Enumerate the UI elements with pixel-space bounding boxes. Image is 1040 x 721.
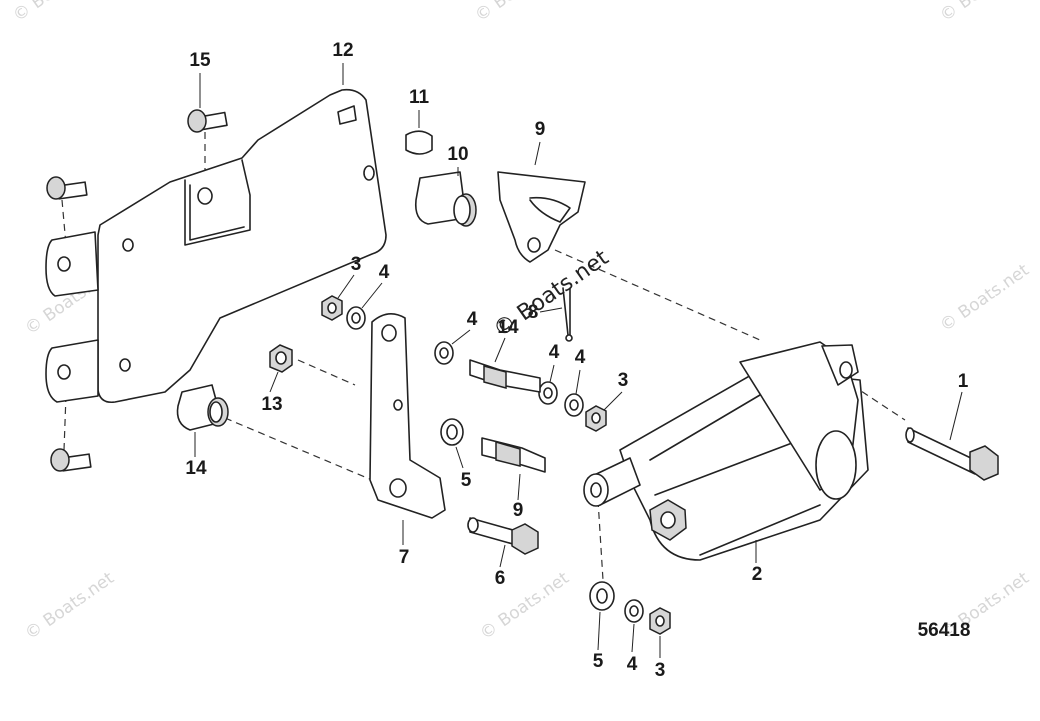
washer: [538, 381, 558, 405]
callout-8: 8: [528, 302, 539, 323]
callout-15: 15: [189, 50, 211, 71]
callout-9: 9: [513, 500, 524, 521]
hex-bolt: [467, 517, 539, 555]
washer: [564, 393, 584, 417]
flat-washer: [589, 581, 615, 611]
link-arm: [369, 313, 446, 519]
washer: [624, 599, 644, 623]
callout-9: 9: [535, 119, 546, 140]
hex-nut: [585, 405, 607, 432]
bracket-bolt: [50, 448, 92, 472]
callout-3: 3: [618, 370, 629, 391]
callouts: 15 12 11 10 9 3 4 4 14 8 4 4 3 13 14 5 9…: [185, 40, 968, 681]
callout-4: 4: [379, 262, 390, 283]
bracket-bolt: [46, 176, 88, 200]
callout-7: 7: [399, 547, 410, 568]
hex-nut: [649, 607, 671, 635]
spacer: [176, 384, 229, 431]
callout-2: 2: [752, 564, 763, 585]
callout-4: 4: [467, 309, 478, 330]
washer: [434, 341, 454, 365]
watermark-main: © Boats.net: [489, 245, 614, 343]
hex-nut: [321, 295, 343, 321]
bushing: [414, 171, 477, 227]
callout-5: 5: [461, 470, 472, 491]
callout-4: 4: [575, 347, 586, 368]
watermark: © Boats.net: [471, 0, 568, 26]
actuator-motor: [583, 341, 869, 561]
flat-washer: [440, 418, 464, 446]
watermark: © Boats.net: [936, 0, 1033, 26]
watermark: © Boats.net: [476, 568, 573, 644]
watermark: © Boats.net: [21, 568, 118, 644]
hex-nut: [269, 344, 293, 373]
callout-11: 11: [409, 87, 430, 108]
callout-14: 14: [185, 458, 207, 479]
stud: [481, 437, 546, 473]
callout-14: 14: [497, 317, 519, 338]
stud: [469, 359, 541, 393]
callout-1: 1: [958, 371, 969, 392]
callout-6: 6: [495, 568, 506, 589]
callout-13: 13: [261, 394, 282, 415]
clip-bracket: [497, 171, 586, 263]
callout-10: 10: [447, 144, 468, 165]
bracket-bolt: [187, 109, 228, 133]
callout-3: 3: [655, 660, 666, 681]
mounting-bracket-plate: [45, 88, 387, 404]
callout-12: 12: [332, 40, 353, 61]
watermark: © Boats.net: [936, 260, 1033, 336]
washer: [346, 306, 366, 330]
cap: [405, 130, 433, 155]
leader-lines: [194, 63, 963, 658]
cotter-pin: [562, 287, 573, 342]
long-bolt: [905, 427, 999, 481]
callout-4: 4: [549, 342, 560, 363]
callout-3: 3: [351, 254, 362, 275]
watermark: © Boats.net: [9, 0, 106, 26]
diagram-id: 56418: [918, 620, 971, 641]
callout-5: 5: [593, 651, 604, 672]
callout-4: 4: [627, 654, 638, 675]
